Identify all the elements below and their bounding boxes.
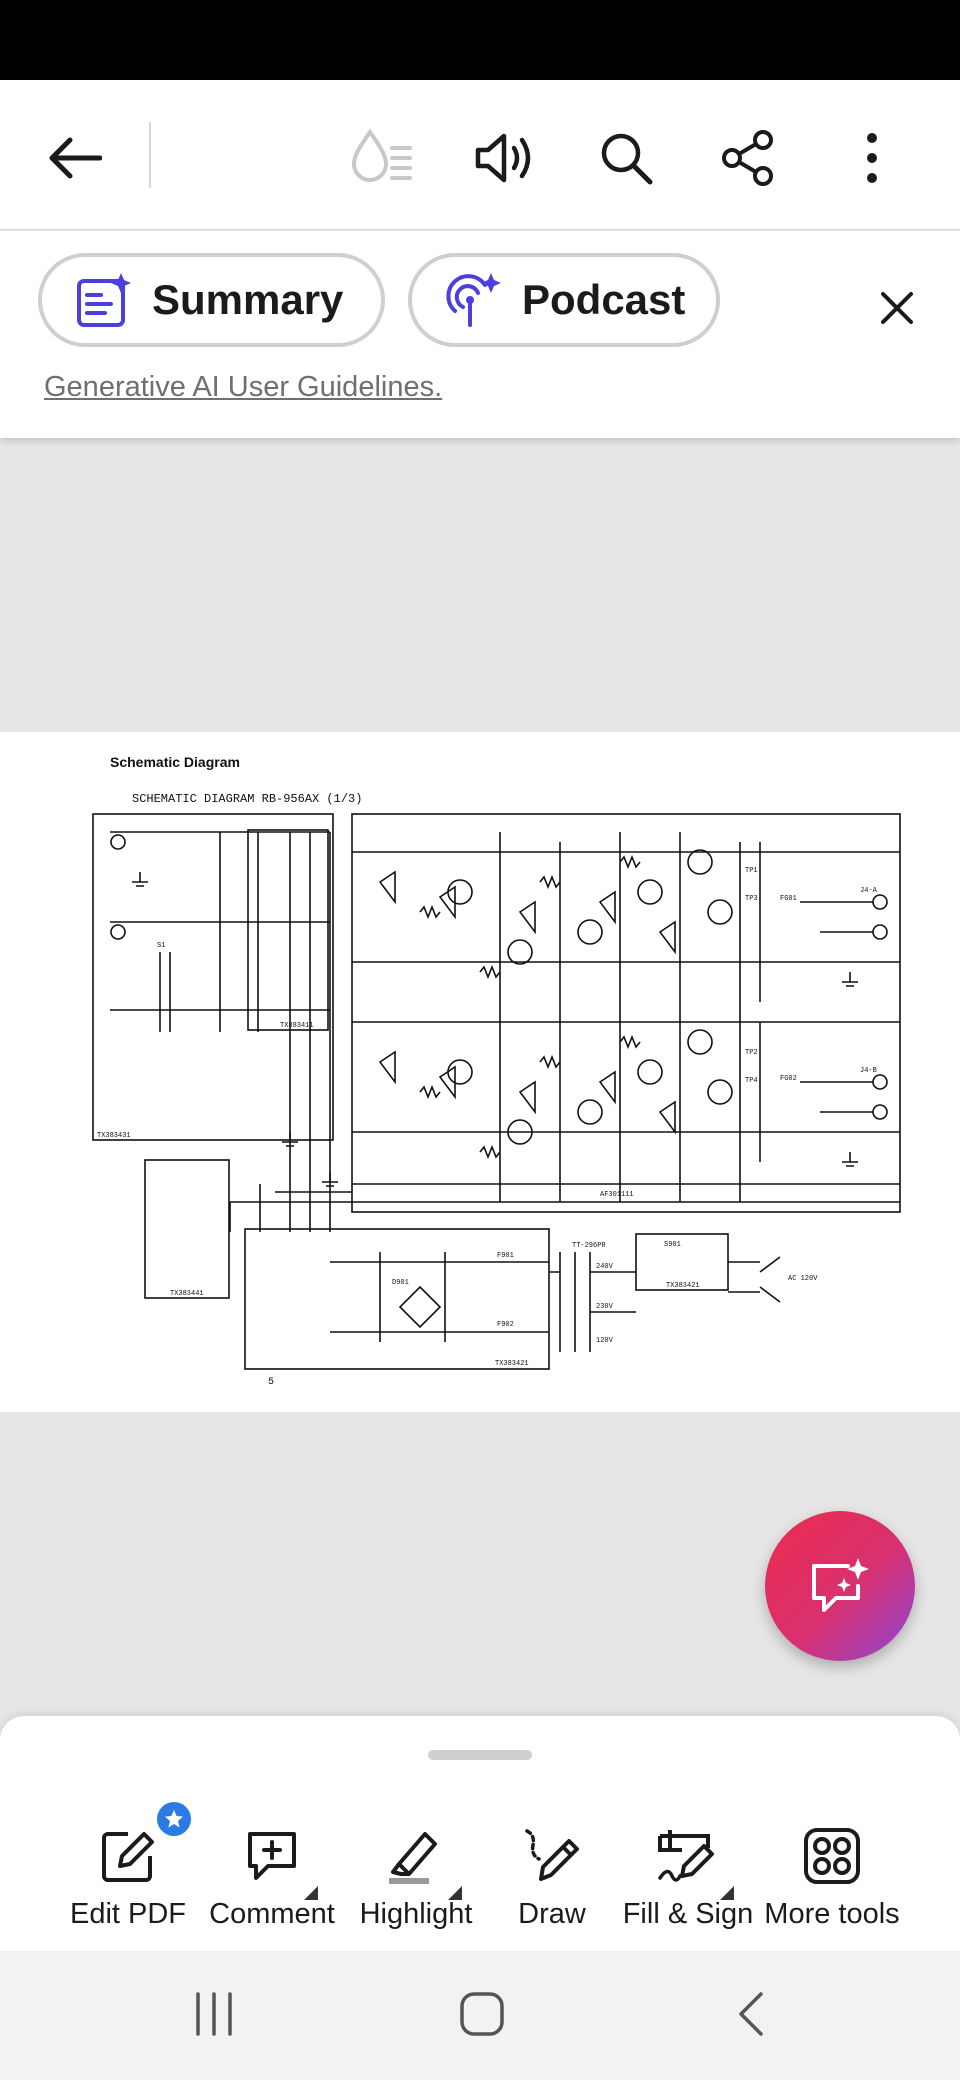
recent-apps-icon <box>196 1992 232 2036</box>
highlight-icon <box>376 1816 456 1896</box>
tool-highlight[interactable]: Highlight <box>346 1786 486 1936</box>
draw-icon <box>512 1816 592 1896</box>
search-button[interactable] <box>586 118 666 198</box>
label-fuse2: F902 <box>497 1321 514 1329</box>
label-tp1: TP1 <box>745 867 758 875</box>
tool-label: Comment <box>209 1898 335 1930</box>
podcast-icon <box>444 270 504 330</box>
read-aloud-button[interactable] <box>464 118 544 198</box>
label-fg2: FG02 <box>780 1075 797 1083</box>
close-ai-panel-button[interactable] <box>862 273 932 343</box>
tool-label: Edit PDF <box>69 1898 187 1930</box>
label-s1: S1 <box>157 942 165 950</box>
label-tx1: TX383431 <box>97 1132 131 1140</box>
share-button[interactable] <box>708 118 788 198</box>
share-icon <box>722 130 773 186</box>
label-fuse1: F901 <box>497 1252 514 1260</box>
tool-fill-sign[interactable]: Fill & Sign <box>618 1786 758 1936</box>
label-tp4: TP4 <box>745 1077 758 1085</box>
tool-label: More tools <box>764 1898 900 1930</box>
back-button[interactable] <box>34 118 114 198</box>
podcast-button[interactable]: Podcast <box>408 253 720 347</box>
label-fg1: FG01 <box>780 895 797 903</box>
summary-button[interactable]: Summary <box>38 253 385 347</box>
pdf-page: Schematic Diagram SCHEMATIC DIAGRAM RB-9… <box>0 732 960 1412</box>
more-options-button[interactable] <box>832 118 912 198</box>
arrow-left-icon <box>49 137 102 179</box>
page-number: 5 <box>268 1377 274 1388</box>
dropdown-indicator-icon <box>304 1886 318 1900</box>
label-v230: 230V <box>596 1303 614 1311</box>
label-s901: S901 <box>664 1241 681 1249</box>
back-icon <box>739 1992 763 2036</box>
home-button[interactable] <box>432 1979 532 2049</box>
tool-more-tools[interactable]: More tools <box>762 1786 902 1936</box>
podcast-label: Podcast <box>522 276 686 323</box>
tool-label: Highlight <box>359 1898 473 1930</box>
more-tools-icon <box>792 1816 872 1896</box>
fill-sign-icon <box>648 1816 728 1896</box>
label-tx2: TX383411 <box>280 1022 314 1030</box>
schematic-diagram: Schematic Diagram SCHEMATIC DIAGRAM RB-9… <box>92 754 901 1388</box>
tool-edit-pdf[interactable]: Edit PDF <box>58 1786 198 1936</box>
schematic-heading: Schematic Diagram <box>110 754 240 770</box>
liquid-mode-icon <box>351 128 412 182</box>
label-af: AF301111 <box>600 1191 634 1199</box>
new-feature-badge <box>157 1802 191 1836</box>
ai-assistant-button[interactable] <box>765 1511 915 1661</box>
label-j4b: J4-B <box>860 1067 877 1075</box>
recent-apps-button[interactable] <box>164 1979 264 2049</box>
close-icon <box>881 292 913 324</box>
label-j4a: J4-A <box>860 887 878 895</box>
generative-ai-panel: Summary Podcast Generative AI User Guide… <box>0 231 960 438</box>
ai-assistant-icon <box>812 1558 869 1612</box>
label-tx3: TX383441 <box>170 1290 204 1298</box>
summary-icon <box>74 270 134 330</box>
liquid-mode-button[interactable] <box>341 118 421 198</box>
label-v120: 120V <box>596 1337 614 1345</box>
toolbar-divider <box>149 122 151 188</box>
dropdown-indicator-icon <box>720 1886 734 1900</box>
label-tp2: TP2 <box>745 1049 758 1057</box>
label-tx5: TX383421 <box>666 1282 700 1290</box>
star-icon <box>165 1810 183 1828</box>
read-aloud-icon <box>475 133 531 183</box>
label-bridge: D901 <box>392 1279 409 1287</box>
label-tx4: TX383421 <box>495 1360 529 1368</box>
bottom-tools-sheet: Edit PDF Comment Highlight <box>0 1716 960 1951</box>
more-vertical-icon <box>867 133 877 183</box>
label-tp3: TP3 <box>745 895 758 903</box>
schematic-subheading: SCHEMATIC DIAGRAM RB-956AX (1/3) <box>132 792 362 806</box>
search-icon <box>601 133 653 185</box>
tool-label: Draw <box>518 1898 586 1930</box>
tool-comment[interactable]: Comment <box>202 1786 342 1936</box>
top-toolbar <box>0 80 960 230</box>
system-back-button[interactable] <box>700 1979 800 2049</box>
dropdown-indicator-icon <box>448 1886 462 1900</box>
system-navigation-bar <box>0 1951 960 2080</box>
label-v240: 240V <box>596 1263 614 1271</box>
ai-guidelines-link[interactable]: Generative AI User Guidelines. <box>44 371 443 403</box>
home-icon <box>460 1992 504 2036</box>
tool-draw[interactable]: Draw <box>482 1786 622 1936</box>
tool-label: Fill & Sign <box>622 1898 754 1930</box>
status-bar <box>0 0 960 80</box>
summary-label: Summary <box>152 276 344 323</box>
comment-icon <box>232 1816 312 1896</box>
label-transformer: TT-296PR <box>572 1242 606 1250</box>
sheet-drag-handle[interactable] <box>428 1750 532 1760</box>
label-ac-in: AC 120V <box>788 1275 818 1283</box>
edit-pdf-icon <box>88 1816 168 1896</box>
